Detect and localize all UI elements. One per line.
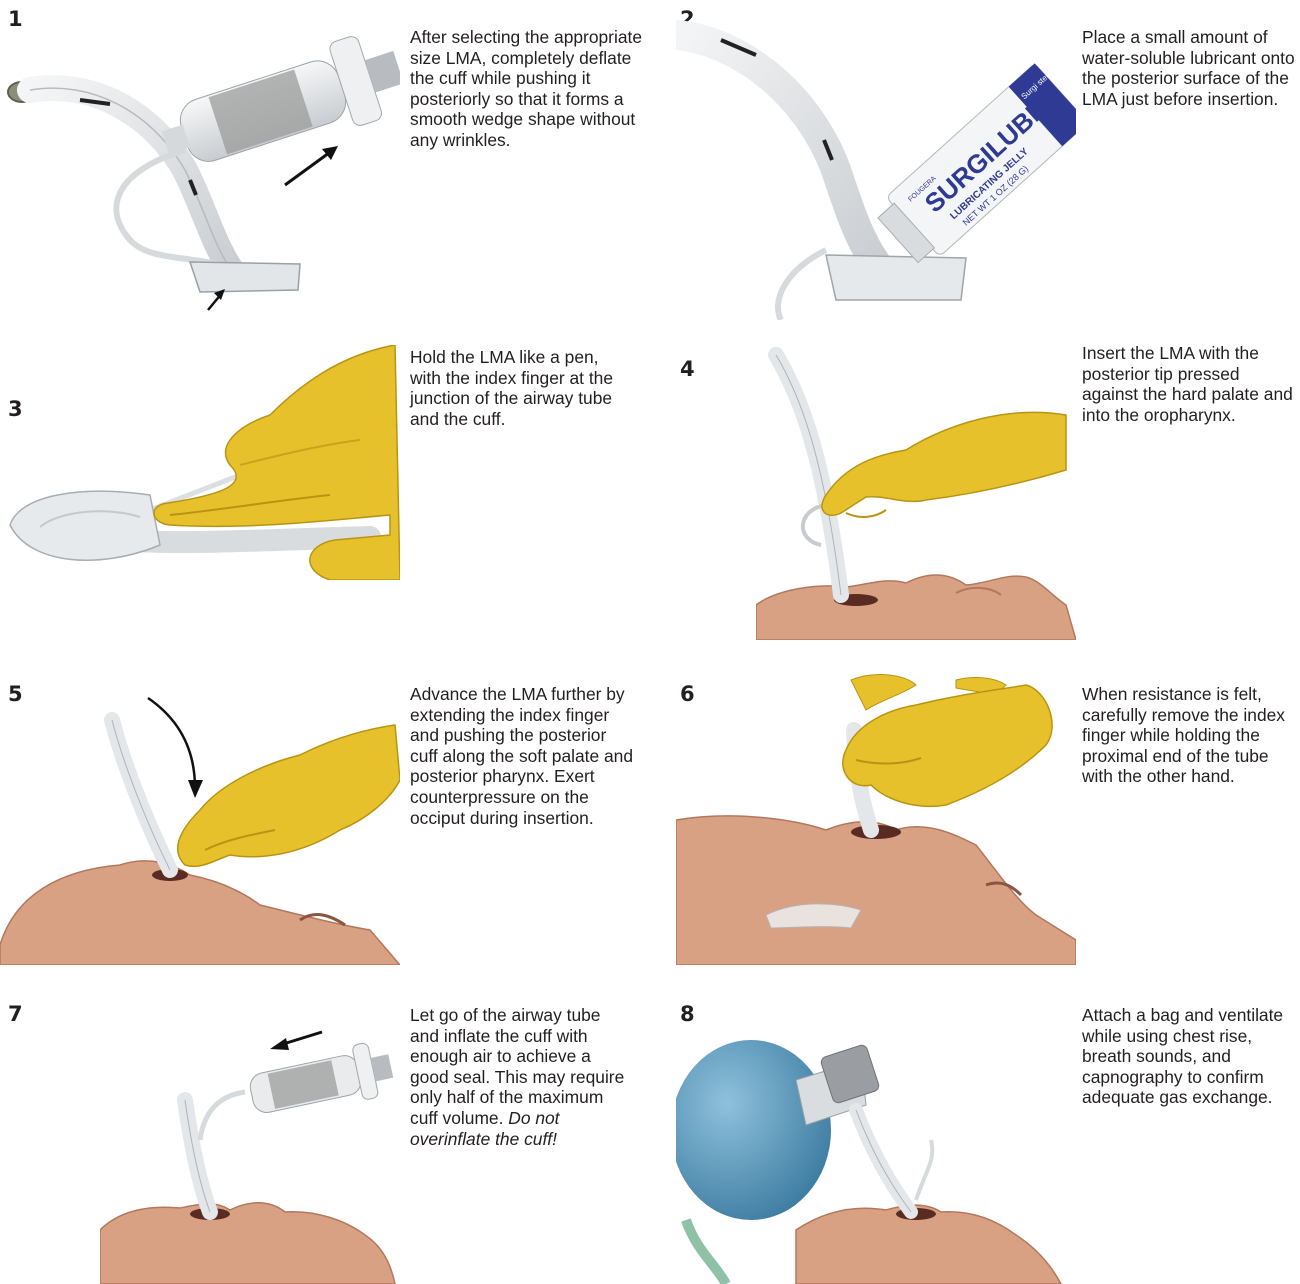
step-instruction: Let go of the airway tube and inflate th… xyxy=(410,1005,630,1149)
advance-illustration xyxy=(0,680,400,965)
step-instruction: Place a small amount of water-soluble lu… xyxy=(1082,27,1297,109)
step-instruction: Advance the LMA further by extending the… xyxy=(410,684,635,828)
remove-finger-illustration xyxy=(676,670,1076,965)
step-instruction: Insert the LMA with the posterior tip pr… xyxy=(1082,343,1297,425)
step-instruction: After selecting the appropriate size LMA… xyxy=(410,27,645,151)
insertion-illustration xyxy=(756,345,1076,640)
lma-syringe-illustration xyxy=(0,0,400,315)
step-instruction: When resistance is felt, carefully remov… xyxy=(1082,684,1297,787)
step-instruction: Attach a bag and ventilate while using c… xyxy=(1082,1005,1297,1108)
step-instruction: Hold the LMA like a pen, with the index … xyxy=(410,347,630,429)
bag-ventilation-illustration xyxy=(676,1020,1076,1284)
step-number: 4 xyxy=(680,357,695,381)
lubricant-tube-illustration: SURGILUBE LUBRICATING JELLY NET WT 1 OZ … xyxy=(676,0,1076,320)
step-number: 7 xyxy=(8,1002,23,1026)
inflate-cuff-illustration xyxy=(100,1020,400,1284)
pen-grip-illustration xyxy=(0,345,400,580)
